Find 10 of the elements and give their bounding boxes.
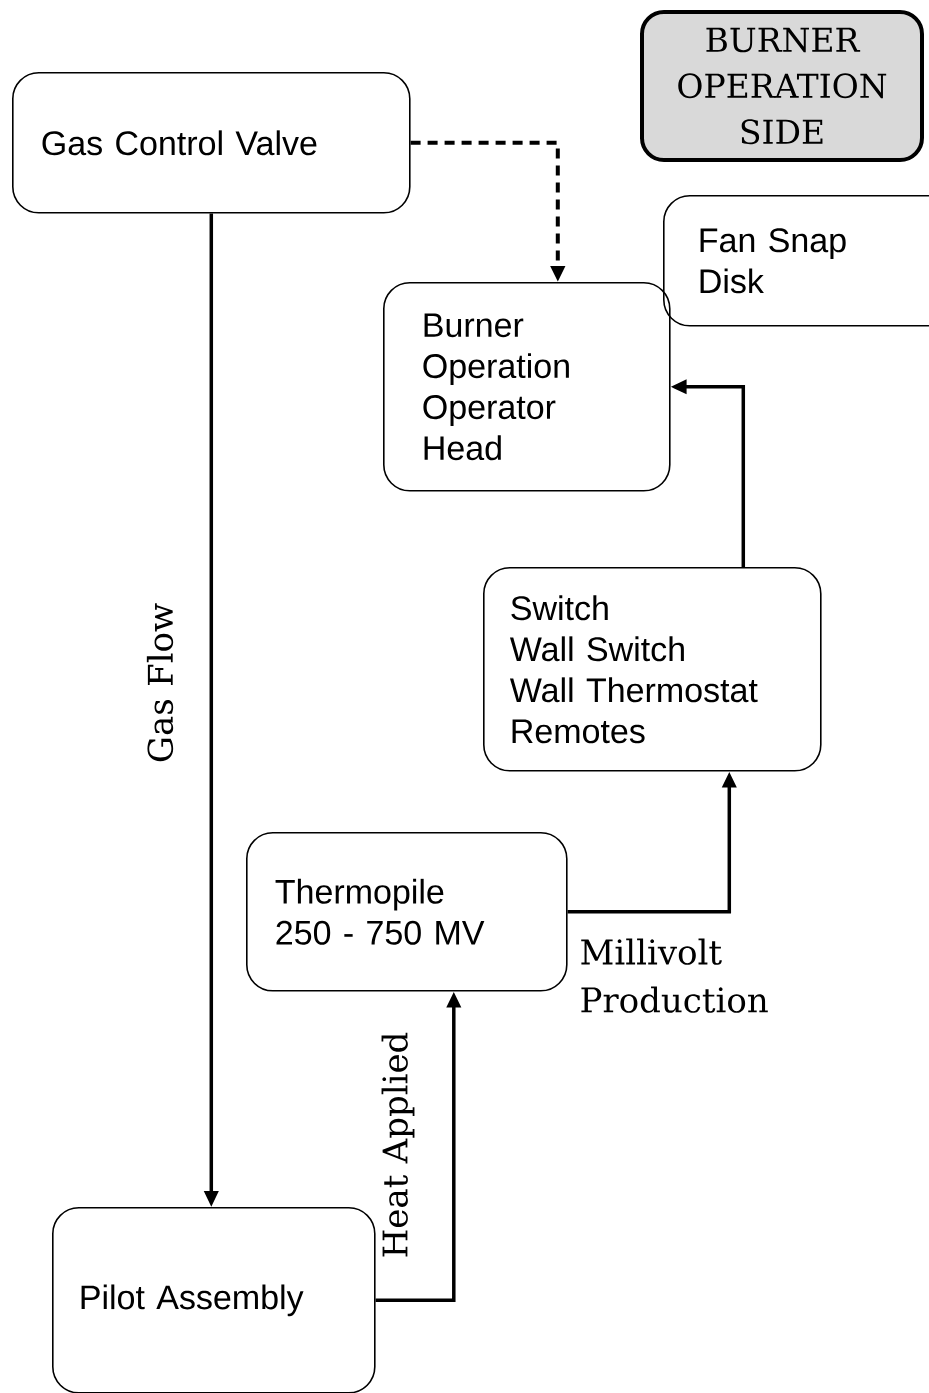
process-box: Pilot Assembly: [52, 1207, 376, 1393]
edge-label: Gas Flow: [146, 603, 174, 762]
edge-label: Heat Applied: [381, 1032, 415, 1257]
process-box: Switch Wall Switch Wall Thermostat Remotes: [483, 567, 822, 772]
process-box: Thermopile 250 - 750 MV: [246, 832, 568, 992]
process-box: Burner Operation Operator Head: [383, 282, 671, 492]
process-box: Fan Snap Disk: [663, 195, 929, 327]
process-box: Gas Control Valve: [12, 72, 411, 214]
edge-label: Millivolt Production: [581, 938, 768, 1013]
heading-box: BURNER OPERATION SIDE: [640, 10, 924, 162]
